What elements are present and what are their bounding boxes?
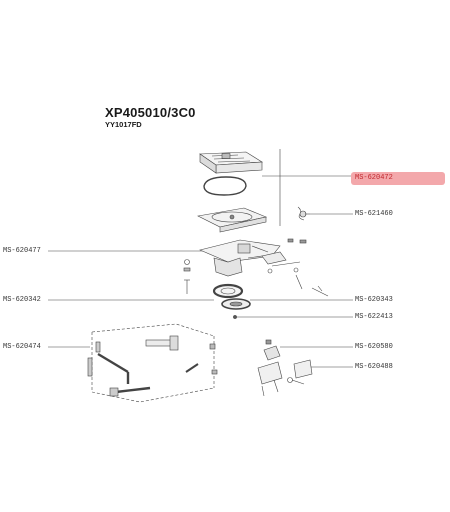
part-ref-620488[interactable]: MS-620488 — [355, 363, 393, 371]
part-ref-621460[interactable]: MS-621460 — [355, 210, 393, 218]
screws-part — [183, 259, 329, 297]
part-ref-620342[interactable]: MS-620342 — [3, 296, 41, 304]
part-ref-620580[interactable]: MS-620580 — [355, 343, 393, 351]
model-number-title: XP405010/3C0 — [105, 105, 196, 120]
part-ref-620474[interactable]: MS-620474 — [3, 343, 41, 351]
cable-part — [297, 206, 310, 221]
top-cover-part — [199, 151, 263, 174]
main-body-part — [199, 238, 307, 277]
clip-part — [287, 359, 313, 385]
bracket-part — [257, 339, 283, 397]
highlight-bar — [351, 172, 445, 185]
disc-part — [221, 298, 251, 310]
model-code-subtitle: YY1017FD — [105, 120, 142, 129]
part-ref-620477[interactable]: MS-620477 — [3, 247, 41, 255]
gasket-part — [203, 176, 247, 196]
part-ref-620343[interactable]: MS-620343 — [355, 296, 393, 304]
part-ref-622413[interactable]: MS-622413 — [355, 313, 393, 321]
o-ring-part — [233, 315, 237, 319]
part-ref-620472[interactable]: MS-620472 — [355, 174, 393, 182]
pipe-frame-part — [87, 323, 218, 403]
seal-ring-part — [212, 283, 244, 299]
plate-part — [197, 207, 268, 233]
